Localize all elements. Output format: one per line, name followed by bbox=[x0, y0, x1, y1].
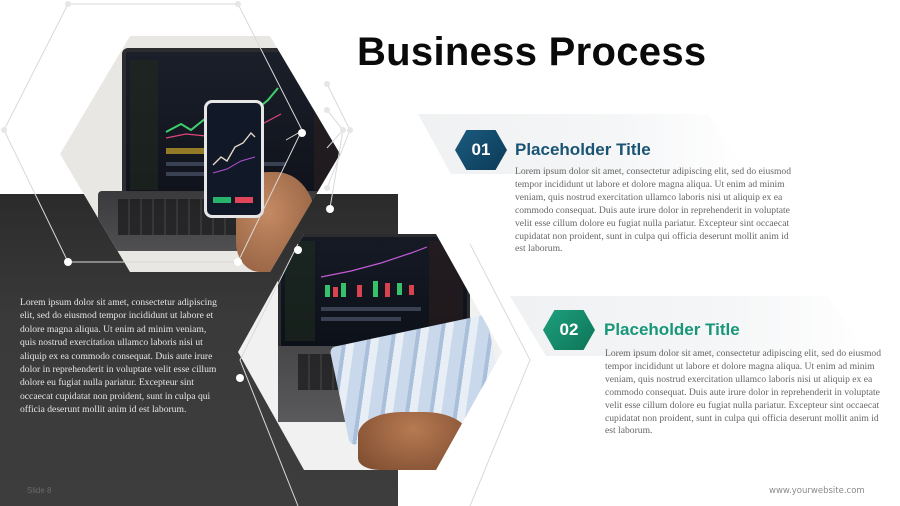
step-1-title: Placeholder Title bbox=[515, 140, 651, 159]
step-2-hexagon-badge: 02 bbox=[543, 310, 595, 350]
step-1-number: 01 bbox=[471, 140, 491, 159]
left-panel-body-text: Lorem ipsum dolor sit amet, consectetur … bbox=[20, 297, 217, 416]
page-title: Business Process bbox=[357, 30, 707, 74]
hands bbox=[358, 412, 468, 470]
trading-laptop-cash-photo bbox=[238, 234, 502, 470]
website-url: www.yourwebsite.com bbox=[769, 486, 865, 496]
step-2-title: Placeholder Title bbox=[604, 320, 740, 339]
step-2-number: 02 bbox=[559, 320, 579, 339]
step-1-body-text: Lorem ipsum dolor sit amet, consectetur … bbox=[515, 166, 792, 255]
slide-number: Slide 8 bbox=[27, 486, 52, 495]
step-2-body-text: Lorem ipsum dolor sit amet, consectetur … bbox=[605, 348, 882, 437]
step-1-hexagon-badge: 01 bbox=[455, 130, 507, 170]
smartphone bbox=[204, 100, 264, 218]
